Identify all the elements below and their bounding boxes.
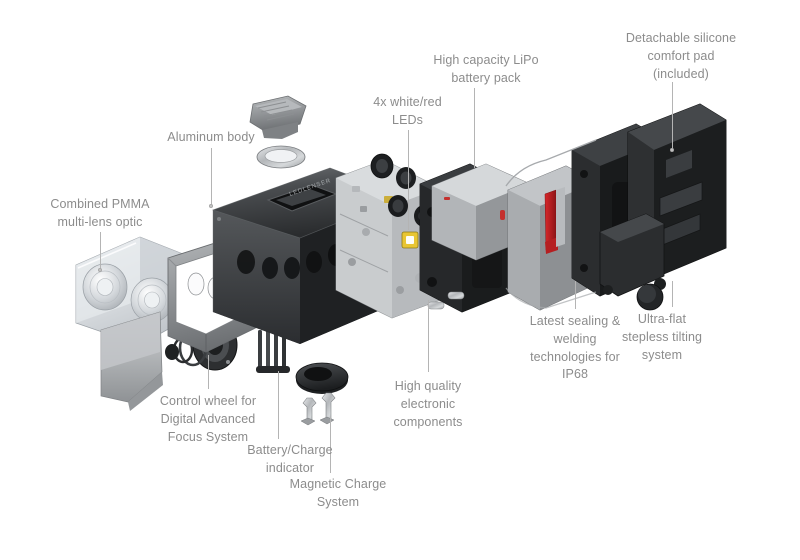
svg-text:NEO: NEO [342, 206, 356, 216]
part-charge-indicator-cap [295, 362, 349, 394]
leader-dot-aluminum-body [209, 204, 213, 208]
part-contact-pins-row [256, 324, 290, 373]
callout-detachable-silicone-comfort-pad: Detachable silicone comfort pad (include… [625, 31, 737, 81]
part-aluminum-housing-body: LEDLENSER NEO [211, 167, 405, 344]
part-sealing-ring [256, 145, 306, 169]
part-tilting-bracket [599, 213, 666, 297]
callout-latest-sealing-welding-technologies-ip68: Latest sealing & welding technologies fo… [529, 314, 621, 382]
part-rear-housing [419, 163, 513, 313]
svg-text:LEDLENSER: LEDLENSER [289, 178, 332, 198]
part-gray-shroud-frame [167, 227, 277, 353]
part-small-screw [447, 291, 465, 300]
callout-four-white-red-leds: 4x white/red LEDs [373, 95, 442, 127]
leader-line-battery-charge-indicator [278, 371, 279, 439]
callout-high-capacity-lipo-battery-pack: High capacity LiPo battery pack [433, 53, 539, 85]
leader-line-ultra-flat-stepless-tilting-system [672, 281, 673, 307]
part-multi-lens-optic [75, 236, 189, 346]
part-electronics-pcb [335, 159, 441, 319]
part-control-wheel [165, 319, 238, 371]
leader-line-aluminum-body [211, 148, 212, 206]
part-sealing-gasket-plate [507, 165, 597, 311]
callout-high-quality-electronic-components: High quality electronic components [393, 379, 463, 429]
leader-line-detachable-silicone-comfort-pad [672, 82, 673, 150]
part-rear-inner-frame [505, 123, 665, 309]
part-battery-pack [431, 163, 531, 261]
callout-aluminum-body: Aluminum body [167, 130, 255, 144]
leader-line-four-white-red-leds [408, 130, 409, 230]
callout-combined-pmma-multi-lens-optic: Combined PMMA multi-lens optic [50, 197, 150, 229]
leader-line-combined-pmma-multi-lens-optic [100, 232, 101, 270]
part-comfort-pad [627, 103, 727, 279]
part-tilting-hub [636, 283, 664, 311]
leader-line-latest-sealing-welding-technologies-ip68 [575, 281, 576, 309]
callout-battery-charge-indicator: Battery/Charge indicator [247, 443, 333, 475]
callout-ultra-flat-stepless-tilting-system: Ultra-flat stepless tilting system [621, 312, 703, 362]
callout-magnetic-charge-system: Magnetic Charge System [289, 477, 387, 509]
leader-line-magnetic-charge-system [330, 417, 331, 473]
leader-dot-combined-pmma-multi-lens-optic [98, 268, 102, 272]
leader-line-control-wheel-digital-advanced-focus-system [208, 355, 209, 389]
leader-line-high-quality-electronic-components [428, 300, 429, 372]
callout-control-wheel-digital-advanced-focus-system: Control wheel for Digital Advanced Focus… [159, 394, 257, 444]
leader-dot-detachable-silicone-comfort-pad [670, 148, 674, 152]
leader-line-high-capacity-lipo-battery-pack [474, 88, 475, 168]
part-led-board [370, 153, 434, 227]
